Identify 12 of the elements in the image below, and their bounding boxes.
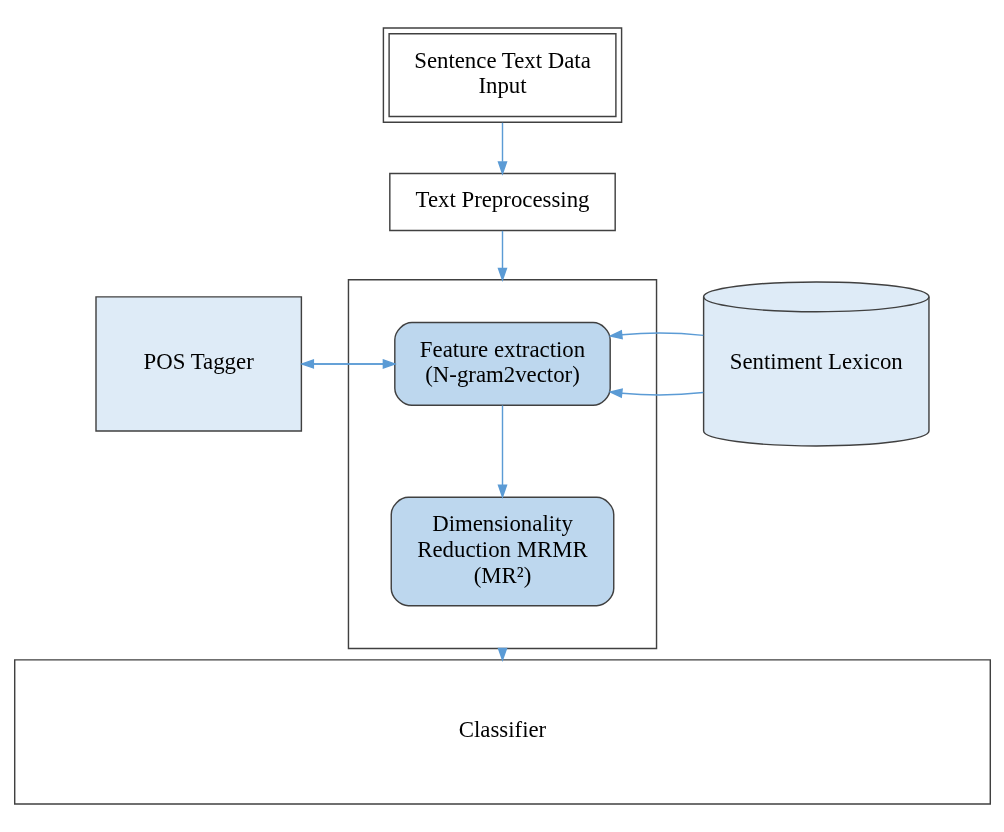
arrow xyxy=(607,388,704,399)
node-box: Text Preprocessing xyxy=(388,172,616,232)
node-box: Sentence Text Data Input xyxy=(382,27,622,123)
arrow xyxy=(607,329,704,340)
node-box: POS Tagger xyxy=(94,296,302,432)
arrow xyxy=(497,122,507,176)
cluster xyxy=(347,279,657,650)
node-box: Dimensionality Reduction MRMR (MR²) xyxy=(390,496,614,607)
node-box: Feature extraction (N-gram2vector) xyxy=(393,321,611,406)
arrow xyxy=(497,230,507,282)
node-box: Classifier xyxy=(13,659,991,805)
arrow xyxy=(497,404,507,499)
